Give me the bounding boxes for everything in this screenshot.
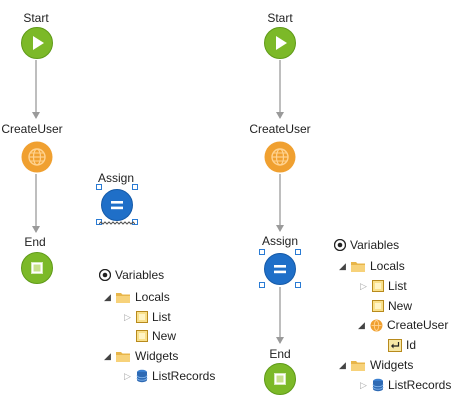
tree-item-createuser[interactable]: CreateUser (370, 316, 448, 334)
assign-node[interactable] (264, 253, 296, 285)
globe-icon (370, 319, 383, 331)
variable-icon (136, 330, 148, 342)
tree-label: Widgets (370, 358, 414, 372)
start-node-label: Start (267, 11, 293, 25)
collapsed-caret-icon[interactable]: ▷ (360, 281, 367, 291)
stop-icon (264, 363, 296, 395)
error-squiggle-icon (99, 221, 135, 225)
collapsed-caret-icon[interactable]: ▷ (124, 371, 131, 381)
variable-icon (136, 311, 148, 323)
end-node[interactable] (21, 252, 53, 284)
variables-icon (99, 269, 111, 281)
selection-handle[interactable] (259, 282, 265, 288)
globe-icon (264, 141, 296, 173)
tree-root-variables[interactable]: Variables (99, 266, 164, 284)
tree-label: New (388, 299, 413, 313)
play-icon (21, 27, 53, 59)
selection-handle[interactable] (259, 249, 265, 255)
equals-icon (101, 189, 133, 221)
tree-item-locals[interactable]: Locals (350, 257, 405, 275)
createuser-node[interactable] (21, 141, 53, 173)
tree-item-widgets[interactable]: Widgets (115, 347, 178, 365)
variable-icon (372, 300, 384, 312)
variables-icon (334, 239, 346, 251)
assign-node-label: Assign (97, 171, 135, 185)
equals-icon (264, 253, 296, 285)
tree-label: List (388, 279, 407, 293)
assign-node-label: Assign (261, 234, 299, 248)
tree-label: Locals (135, 290, 170, 304)
collapsed-caret-icon[interactable]: ▷ (360, 380, 367, 390)
createuser-node-label: CreateUser (1, 122, 63, 136)
folder-icon (351, 261, 365, 272)
tree-label: Id (406, 338, 417, 352)
start-node-label: Start (23, 11, 49, 25)
end-node[interactable] (264, 363, 296, 395)
folder-icon (351, 360, 365, 371)
tree-item-listrecords[interactable]: ListRecords (372, 376, 451, 394)
start-node[interactable] (264, 27, 296, 59)
end-node-label: End (24, 235, 46, 249)
expand-caret-icon[interactable]: ◢ (358, 320, 365, 330)
tree-item-list[interactable]: List (136, 308, 171, 326)
tree-item-widgets[interactable]: Widgets (350, 356, 413, 374)
tree-item-new[interactable]: New (136, 327, 176, 345)
tree-label: Variables (350, 238, 400, 252)
tree-label: ListRecords (388, 378, 452, 392)
output-parameter-icon (388, 338, 402, 352)
createuser-node-label: CreateUser (249, 122, 311, 136)
expand-caret-icon[interactable]: ◢ (104, 351, 111, 361)
database-icon (136, 369, 148, 383)
stop-icon (21, 252, 53, 284)
tree-item-list[interactable]: List (372, 277, 407, 295)
start-node[interactable] (21, 27, 53, 59)
variable-icon (372, 280, 384, 292)
play-icon (264, 27, 296, 59)
selection-handle[interactable] (132, 184, 138, 190)
createuser-node[interactable] (264, 141, 296, 173)
tree-item-new[interactable]: New (372, 297, 412, 315)
end-node-label: End (269, 347, 291, 361)
tree-item-listrecords[interactable]: ListRecords (136, 367, 215, 385)
tree-label: Widgets (135, 349, 179, 363)
selection-handle[interactable] (96, 184, 102, 190)
database-icon (372, 378, 384, 392)
expand-caret-icon[interactable]: ◢ (104, 292, 111, 302)
collapsed-caret-icon[interactable]: ▷ (124, 312, 131, 322)
tree-label: ListRecords (152, 369, 216, 383)
selection-handle[interactable] (295, 282, 301, 288)
tree-label: CreateUser (387, 318, 449, 332)
tree-label: Locals (370, 259, 405, 273)
tree-item-locals[interactable]: Locals (115, 288, 170, 306)
tree-item-id[interactable]: Id (388, 336, 416, 354)
folder-icon (116, 292, 130, 303)
expand-caret-icon[interactable]: ◢ (339, 360, 346, 370)
assign-node[interactable] (101, 189, 133, 221)
tree-label: Variables (115, 268, 165, 282)
globe-icon (21, 141, 53, 173)
tree-label: List (152, 310, 171, 324)
tree-root-variables[interactable]: Variables (334, 236, 399, 254)
expand-caret-icon[interactable]: ◢ (339, 261, 346, 271)
selection-handle[interactable] (295, 249, 301, 255)
folder-icon (116, 351, 130, 362)
tree-label: New (152, 329, 177, 343)
